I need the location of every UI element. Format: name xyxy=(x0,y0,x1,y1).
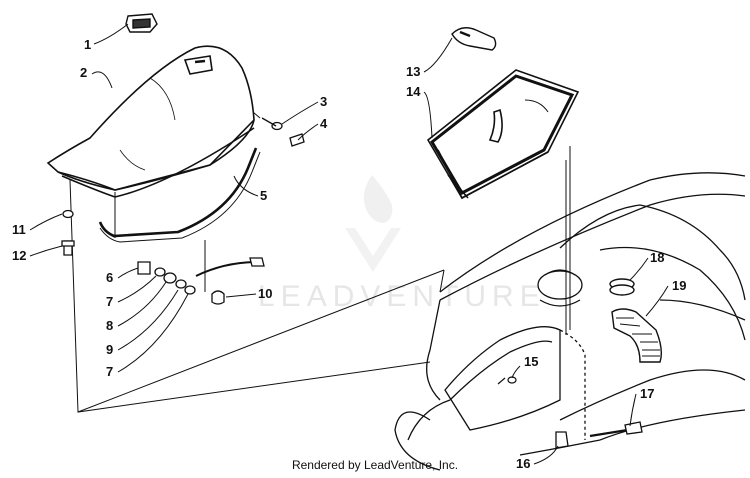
storage-tray-part xyxy=(426,69,580,200)
watermark-logo xyxy=(345,175,401,272)
footer-credit: Rendered by LeadVenture, Inc. xyxy=(291,458,459,472)
callout-16: 16 xyxy=(516,456,530,471)
watermark-text: LEADVENTURE xyxy=(258,280,546,313)
hardware-stack-part xyxy=(137,257,265,305)
washer-bolt-part xyxy=(61,209,75,256)
callout-18: 18 xyxy=(650,250,664,265)
tray-fastener-part xyxy=(497,376,517,385)
callout-14: 14 xyxy=(406,84,421,99)
washer-screw-part xyxy=(261,117,305,147)
callout-8: 8 xyxy=(106,318,113,333)
callout-12: 12 xyxy=(12,248,26,263)
snowmobile-body xyxy=(394,172,746,471)
callout-15: 15 xyxy=(524,354,538,369)
clamp-hose-part xyxy=(609,278,663,363)
callout-5: 5 xyxy=(260,188,267,203)
clip-cable-part xyxy=(555,421,643,449)
callout-10: 10 xyxy=(258,286,272,301)
callout-2: 2 xyxy=(80,65,87,80)
callout-1: 1 xyxy=(84,37,91,52)
callout-19: 19 xyxy=(672,278,686,293)
handle-part xyxy=(451,27,497,51)
callout-7a: 7 xyxy=(106,294,113,309)
callout-4: 4 xyxy=(320,116,328,131)
callout-labels: 1 2 3 4 5 6 7 8 9 7 10 11 12 13 14 15 16… xyxy=(12,37,686,471)
latch-part xyxy=(125,13,158,33)
callout-11: 11 xyxy=(12,222,26,237)
seat-part xyxy=(46,45,255,198)
callout-17: 17 xyxy=(640,386,654,401)
leader-lines xyxy=(29,23,669,465)
callout-6: 6 xyxy=(106,270,113,285)
callout-9: 9 xyxy=(106,342,113,357)
callout-13: 13 xyxy=(406,64,420,79)
callout-3: 3 xyxy=(320,94,327,109)
callout-7b: 7 xyxy=(106,364,113,379)
